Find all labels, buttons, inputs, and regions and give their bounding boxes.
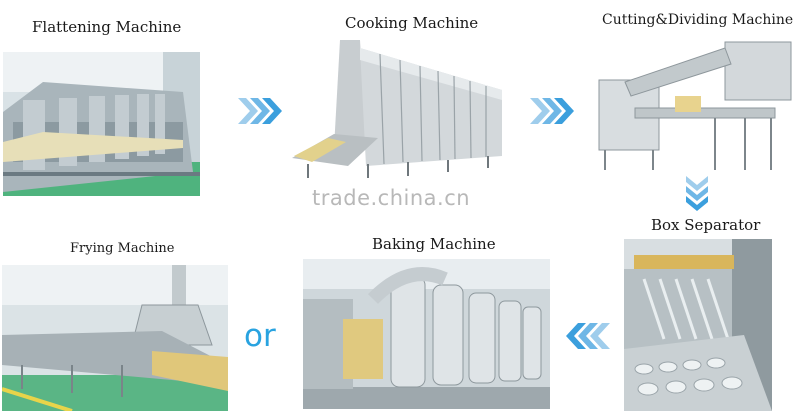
cutting-dividing-machine-photo bbox=[595, 38, 795, 173]
arrow-cutting-to-box-separator-icon bbox=[686, 176, 708, 212]
box-separator-photo bbox=[624, 239, 772, 411]
flattening-machine-label: Flattening Machine bbox=[32, 18, 182, 36]
cooking-machine-photo bbox=[288, 38, 510, 180]
box-separator-label: Box Separator bbox=[651, 216, 761, 234]
arrow-box-separator-to-baking-icon bbox=[566, 323, 610, 349]
watermark-text: trade.china.cn bbox=[312, 186, 471, 210]
cutting-dividing-machine-label: Cutting&Dividing Machine bbox=[602, 12, 794, 28]
or-text: or bbox=[244, 318, 276, 354]
arrow-flattening-to-cooking-icon bbox=[238, 98, 282, 124]
frying-machine-photo bbox=[2, 265, 228, 411]
cooking-machine-label: Cooking Machine bbox=[345, 14, 479, 32]
baking-machine-photo bbox=[303, 259, 550, 409]
arrow-cooking-to-cutting-icon bbox=[530, 98, 574, 124]
baking-machine-label: Baking Machine bbox=[372, 235, 496, 253]
frying-machine-label: Frying Machine bbox=[70, 241, 175, 256]
flattening-machine-photo bbox=[3, 52, 200, 196]
